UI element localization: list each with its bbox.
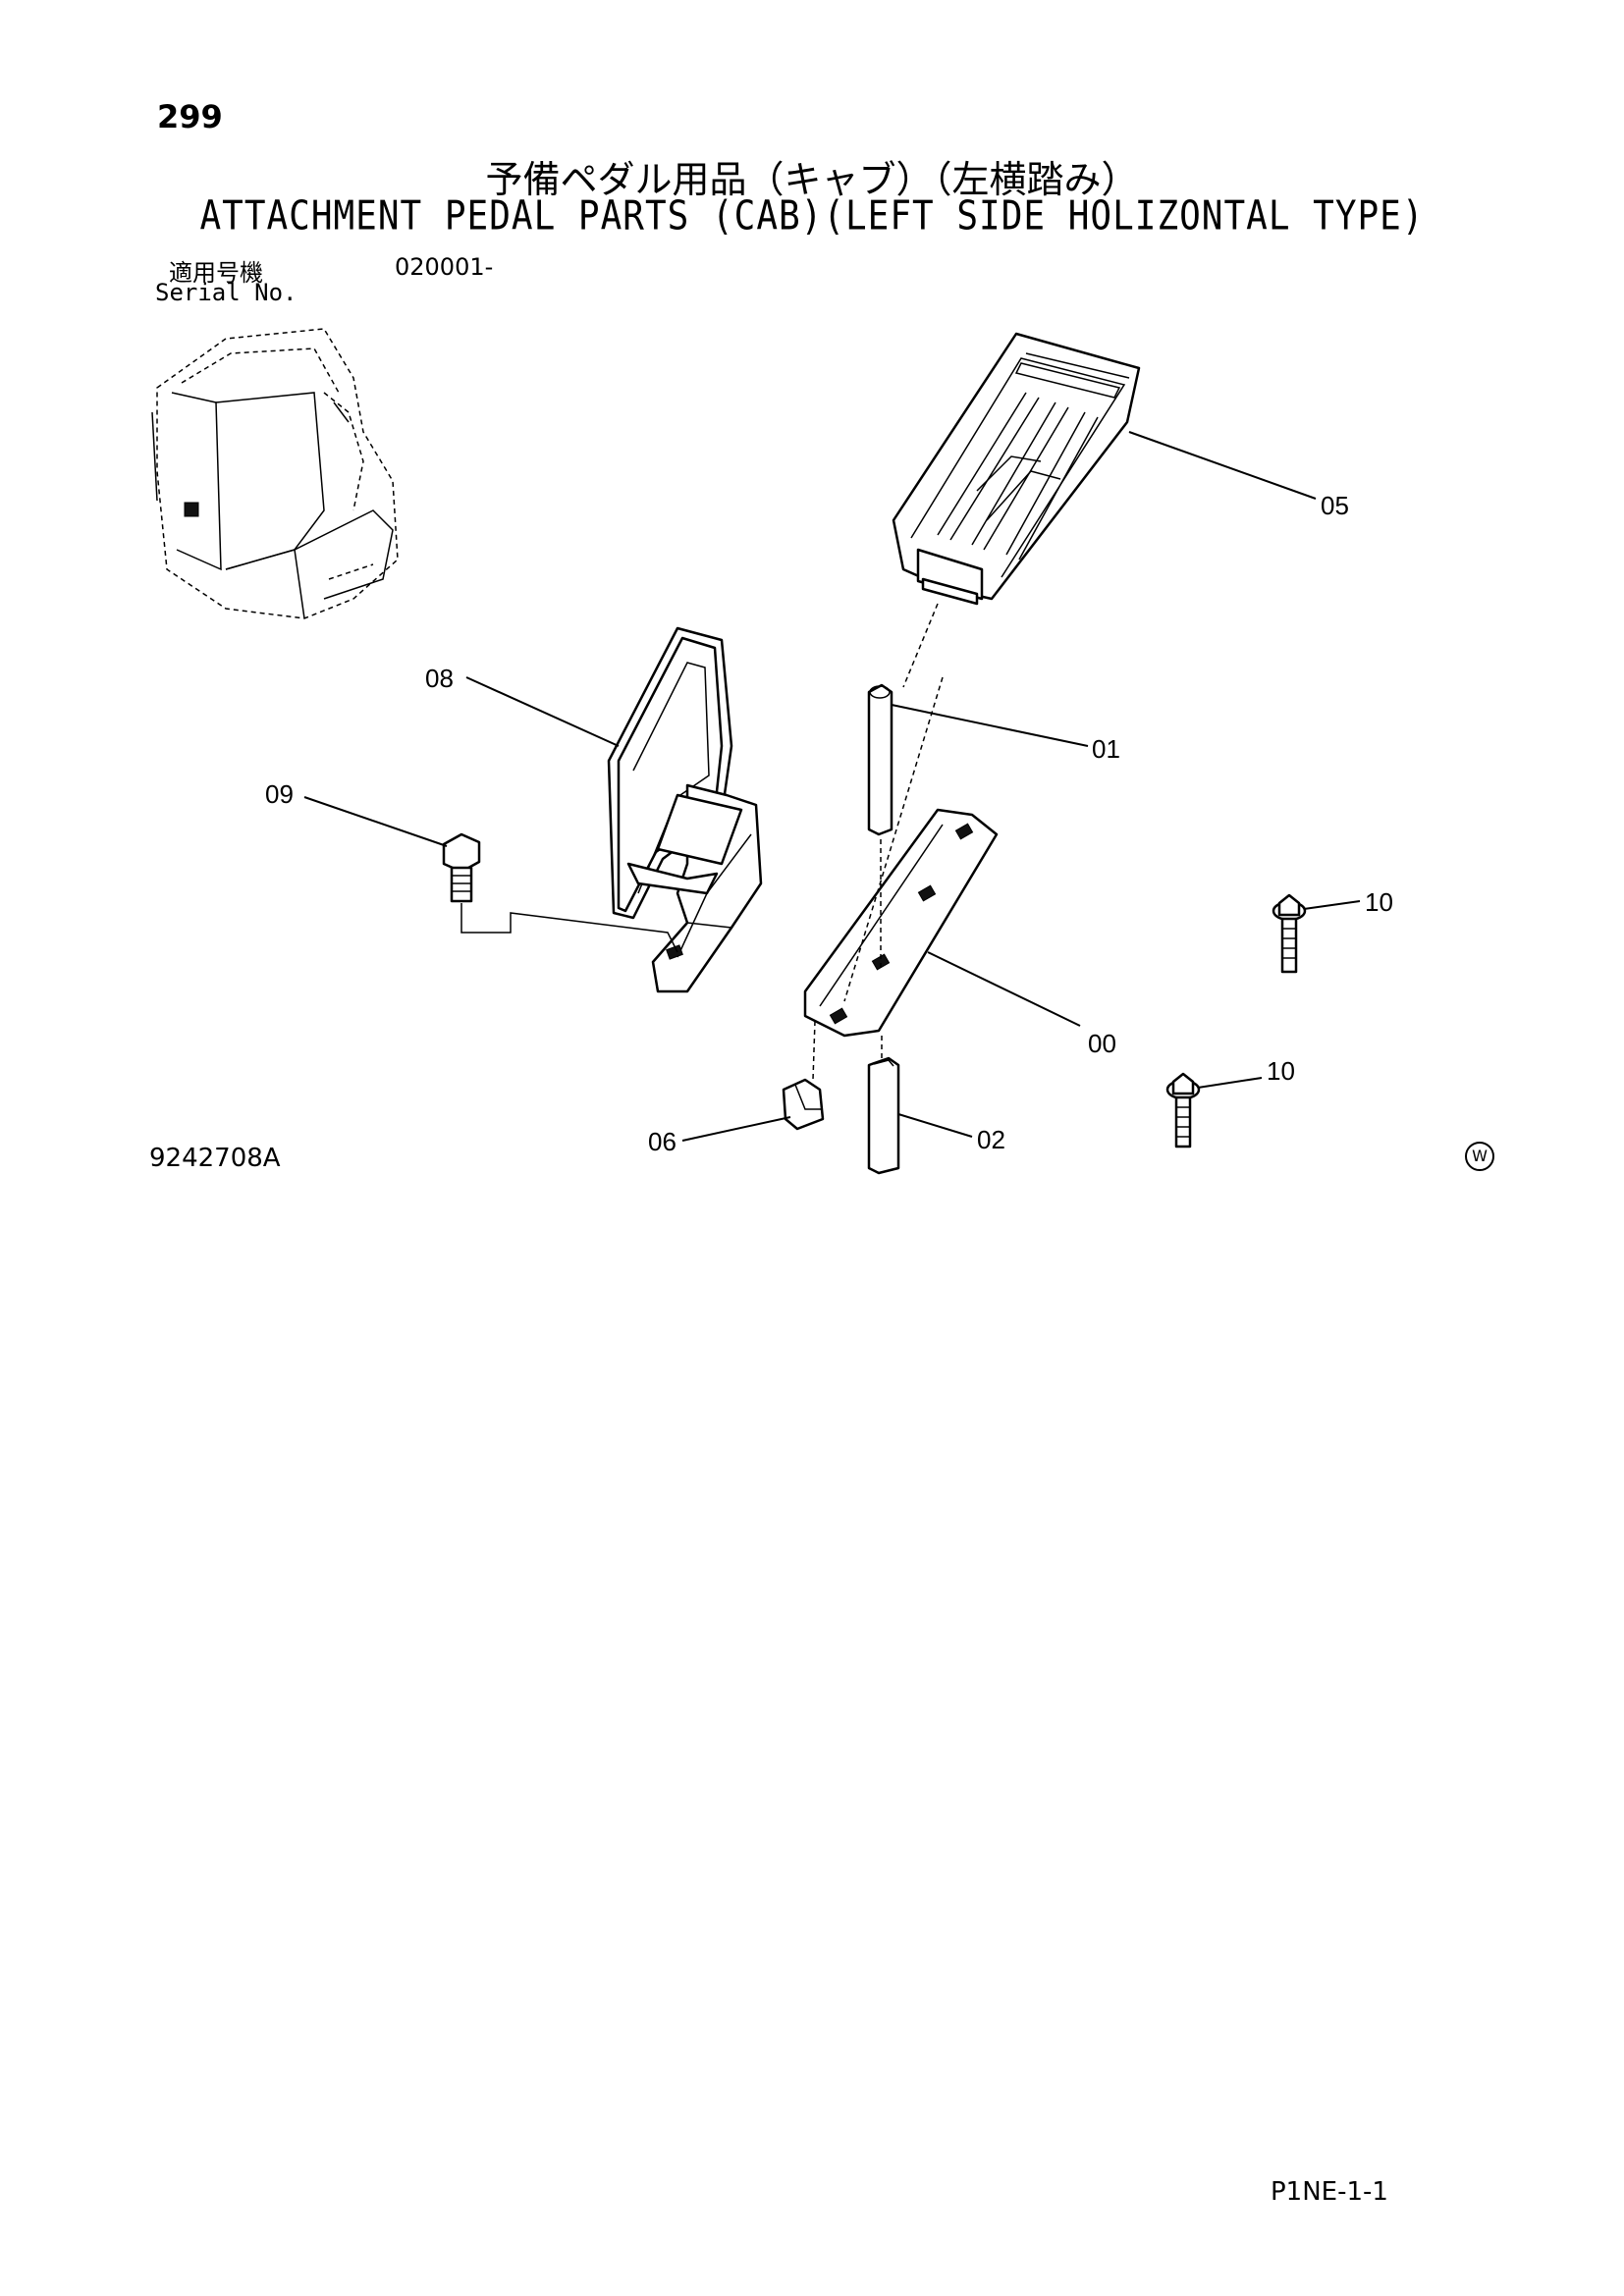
serial-label-jp-text: 適用号機: [169, 259, 263, 287]
part-10-bolt-upper: [1272, 893, 1307, 974]
leader-lines: [303, 431, 1361, 1142]
circled-w-mark: W: [1465, 1142, 1494, 1171]
callout-10-lower: 10: [1267, 1056, 1295, 1086]
callout-08: 08: [425, 664, 454, 693]
serial-label-english: Serial No.: [155, 279, 298, 306]
callout-09: 09: [265, 779, 294, 809]
part-00-bracket-plate: [803, 808, 999, 1038]
part-01-upper-spacer: [867, 683, 893, 836]
callout-02: 02: [977, 1125, 1005, 1154]
part-09-hex-bolt: [442, 832, 481, 903]
callout-labels: 05 08 01 09 10 00 10 06 02: [265, 491, 1393, 1156]
serial-number: 020001-: [395, 253, 494, 281]
cab-location-thumbnail: [151, 328, 399, 619]
title-english: ATTACHMENT PEDAL PARTS (CAB)(LEFT SIDE H…: [199, 192, 1425, 240]
callout-05: 05: [1321, 491, 1349, 520]
part-02-lower-spacer: [867, 1056, 900, 1175]
drawing-number: 9242708A: [149, 1144, 281, 1173]
part-05-pedal-pad: [892, 332, 1141, 606]
hinge-bracket: [626, 783, 763, 993]
title-japanese: 予備ペダル用品（キャブ）（左横踏み）: [485, 158, 1139, 201]
callout-00: 00: [1088, 1029, 1116, 1058]
part-10-bolt-lower: [1165, 1072, 1201, 1148]
part-06-clip: [782, 1078, 825, 1131]
callout-01: 01: [1092, 734, 1120, 764]
callout-10-upper: 10: [1365, 887, 1393, 917]
callout-06: 06: [648, 1127, 677, 1156]
page-code: P1NE-1-1: [1271, 2177, 1388, 2207]
assembly-lines: [460, 603, 944, 1081]
page-number: 299: [157, 98, 223, 135]
serial-label-japanese: 適用号機 020001-: [169, 253, 493, 288]
